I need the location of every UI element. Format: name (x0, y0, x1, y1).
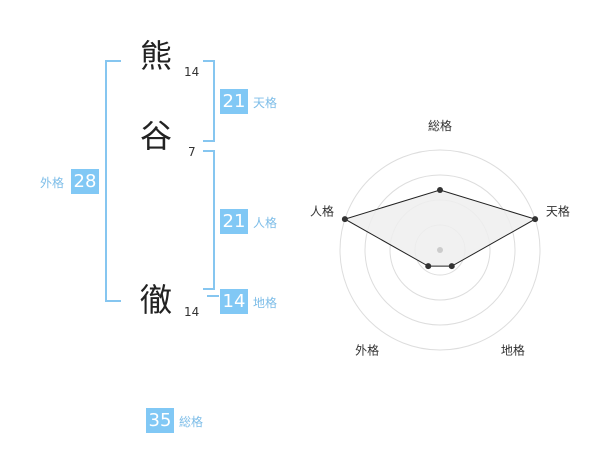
radar-point-天格 (532, 216, 539, 223)
radar-point-総格 (437, 187, 443, 193)
jinkaku-value: 21 (220, 209, 248, 234)
soukaku-label: 総格 (179, 415, 204, 429)
gaikaku-label: 外格 (40, 176, 65, 190)
radar-point-外格 (425, 263, 432, 270)
name-char-1-strokes: 14 (184, 65, 200, 79)
gaikaku-bracket (105, 60, 121, 302)
jinkaku-bracket (203, 150, 215, 290)
radar-center-dot (437, 247, 443, 253)
name-char-1: 熊 (140, 37, 173, 75)
radar-point-人格 (341, 216, 348, 223)
gaikaku-value: 28 (71, 169, 99, 194)
radar-axis-label: 人格 (310, 204, 334, 219)
soukaku-value: 35 (146, 408, 174, 433)
radar-ring-3 (364, 174, 516, 326)
name-char-3: 徹 (140, 281, 173, 319)
radar-axis-label: 地格 (501, 342, 525, 357)
radar-axis-label: 天格 (546, 204, 570, 219)
tenkaku-label: 天格 (253, 96, 278, 110)
radar-ring-4 (339, 149, 541, 351)
radar-points (341, 187, 539, 270)
radar-series-polygon (343, 189, 537, 267)
tenkaku-value: 21 (220, 89, 248, 114)
chikaku-bracket (207, 295, 219, 297)
chikaku-label: 地格 (253, 296, 278, 310)
radar-axis-label: 総格 (428, 118, 452, 133)
radar-axis-label: 外格 (355, 342, 379, 357)
chikaku-value: 14 (220, 289, 248, 314)
jinkaku-label: 人格 (253, 216, 278, 230)
radar-grid (339, 149, 541, 351)
name-char-2: 谷 (140, 117, 173, 155)
name-char-2-strokes: 7 (188, 145, 196, 159)
radar-point-地格 (448, 263, 455, 270)
name-char-3-strokes: 14 (184, 305, 200, 319)
tenkaku-bracket (203, 60, 215, 142)
